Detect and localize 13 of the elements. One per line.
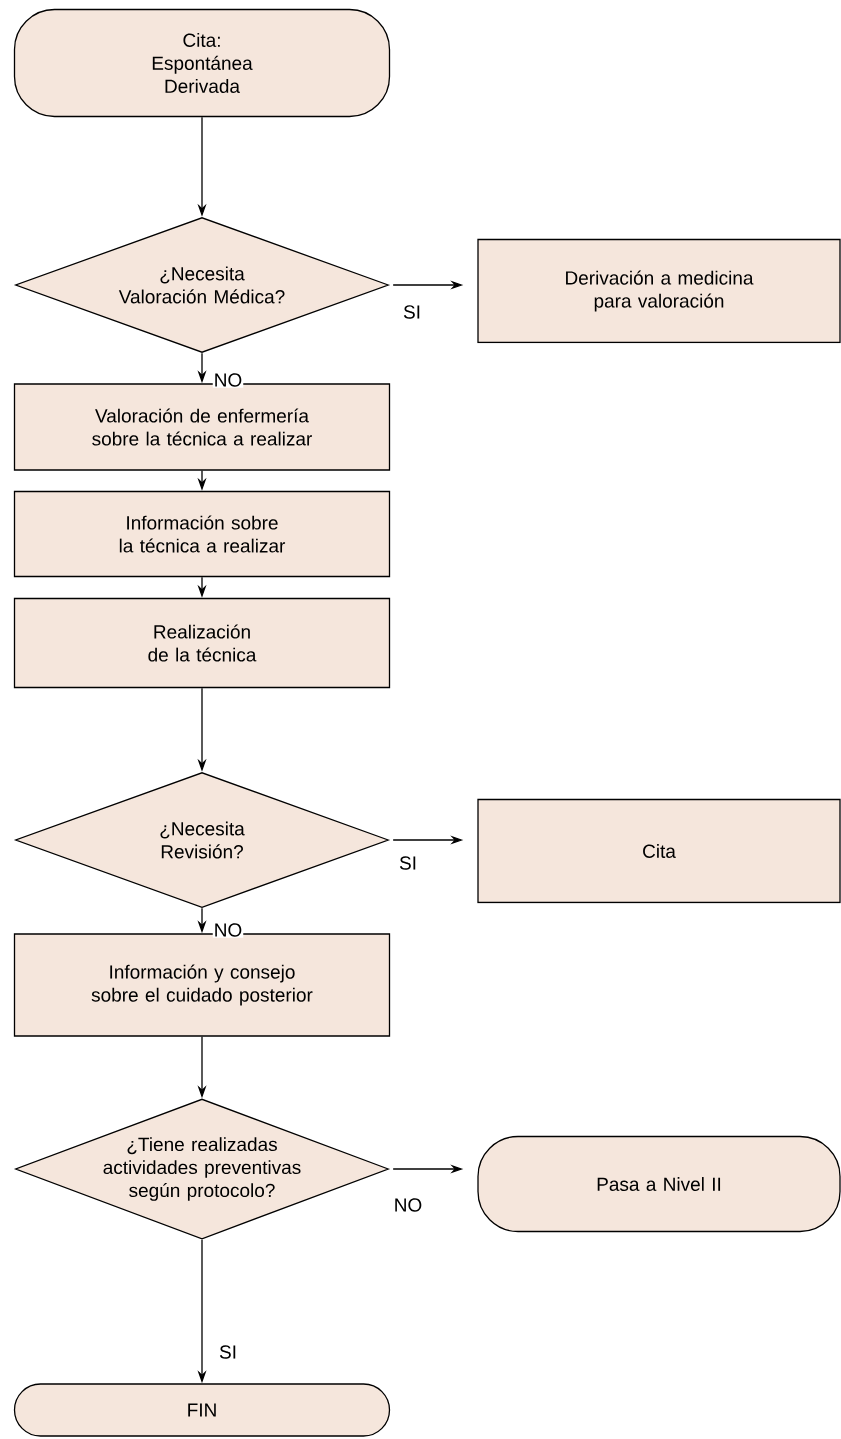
edge-label: SI (398, 855, 418, 871)
process-box: Realización de la técnica (13, 597, 391, 689)
terminal-box: Cita: Espontánea Derivada (13, 8, 391, 118)
process-box: Información sobre la técnica a realizar (13, 490, 391, 578)
edge-label: NO (212, 372, 244, 388)
edge-label: SI (402, 304, 422, 320)
terminal-box: FIN (13, 1383, 391, 1437)
edge-label: NO (392, 1197, 424, 1213)
terminal-box: Pasa a Nivel II (477, 1135, 841, 1233)
edge-label: NO (212, 922, 244, 938)
process-box: Cita (477, 798, 841, 904)
process-box: Derivación a medicina para valoración (477, 238, 841, 344)
edge-label: SI (218, 1344, 238, 1360)
